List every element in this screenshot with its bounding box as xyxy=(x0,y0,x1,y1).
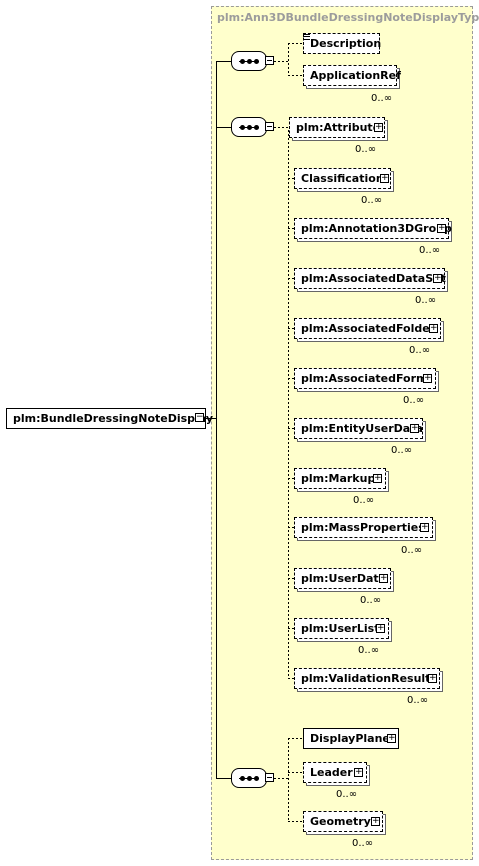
element-label: plm:AssociatedForm xyxy=(301,372,428,385)
sequence-dot xyxy=(247,59,252,64)
expand-icon[interactable]: + xyxy=(379,573,388,583)
root-element-label: plm:BundleDressingNoteDisplay xyxy=(13,412,214,425)
collapse-icon[interactable] xyxy=(265,56,274,65)
cardinality-label: 0..∞ xyxy=(361,195,383,206)
expand-icon[interactable]: + xyxy=(420,522,429,532)
element-plm-attribute[interactable]: plm:Attribute xyxy=(289,117,385,138)
expand-icon[interactable]: + xyxy=(429,323,438,333)
expand-icon[interactable]: + xyxy=(354,767,363,777)
complex-type-title: plm:Ann3DBundleDressingNoteDisplayType xyxy=(217,11,479,24)
element-label: Geometry xyxy=(310,815,371,828)
element-plm-userdata[interactable]: plm:UserData xyxy=(294,568,391,589)
element-description[interactable]: Description xyxy=(303,33,382,54)
element-label: Leader xyxy=(310,766,353,779)
cardinality-label: 0..∞ xyxy=(403,395,425,406)
cardinality-label: 0..∞ xyxy=(355,144,377,155)
element-label: plm:UserList xyxy=(301,622,380,635)
element-plm-associateddataset[interactable]: plm:AssociatedDataSet xyxy=(294,268,446,289)
element-label: plm:AssociatedFolder xyxy=(301,322,436,335)
root-expand-icon[interactable]: − xyxy=(195,412,204,422)
expand-icon[interactable]: + xyxy=(380,173,389,183)
element-leader[interactable]: Leader xyxy=(303,762,367,783)
element-label: ApplicationRef xyxy=(310,69,401,82)
cardinality-label: 0..∞ xyxy=(336,789,358,800)
cardinality-label: 0..∞ xyxy=(358,645,380,656)
expand-icon[interactable]: + xyxy=(374,122,383,132)
sequence-compositor-1[interactable] xyxy=(231,51,267,71)
element-displayplane[interactable]: DisplayPlane xyxy=(303,728,399,749)
element-plm-associatedfolder[interactable]: plm:AssociatedFolder xyxy=(294,318,441,339)
element-label: Description xyxy=(310,37,382,50)
element-plm-annotation3dgroup[interactable]: plm:Annotation3DGroup xyxy=(294,218,452,239)
expand-icon[interactable]: + xyxy=(410,423,419,433)
cardinality-label: 0..∞ xyxy=(407,695,429,706)
element-plm-massproperties[interactable]: plm:MassProperties xyxy=(294,517,433,538)
element-label: plm:MassProperties xyxy=(301,521,425,534)
element-classification[interactable]: Classification xyxy=(294,168,391,189)
collapse-icon[interactable] xyxy=(265,773,274,782)
cardinality-label: 0..∞ xyxy=(371,93,393,104)
element-plm-entityuserdata[interactable]: plm:EntityUserData xyxy=(294,418,423,439)
element-label: plm:AssociatedDataSet xyxy=(301,272,446,285)
cardinality-label: 0..∞ xyxy=(352,838,374,849)
sequence-dot xyxy=(254,59,259,64)
element-label: plm:Annotation3DGroup xyxy=(301,222,452,235)
expand-icon[interactable]: + xyxy=(373,473,382,483)
element-label: Classification xyxy=(301,172,384,185)
element-label: plm:UserData xyxy=(301,572,387,585)
element-plm-userlist[interactable]: plm:UserList xyxy=(294,618,389,639)
sequence-dot xyxy=(254,776,259,781)
element-plm-validationresults[interactable]: plm:ValidationResults xyxy=(294,668,440,689)
sequence-dot xyxy=(240,776,245,781)
cardinality-label: 0..∞ xyxy=(353,495,375,506)
sequence-dot xyxy=(240,125,245,130)
sequence-dot xyxy=(247,125,252,130)
cardinality-label: 0..∞ xyxy=(409,345,431,356)
sequence-dot xyxy=(254,125,259,130)
cardinality-label: 0..∞ xyxy=(391,445,413,456)
root-element[interactable]: plm:BundleDressingNoteDisplay xyxy=(6,408,213,429)
expand-icon[interactable]: + xyxy=(387,733,396,743)
sequence-dot xyxy=(240,59,245,64)
expand-icon[interactable]: + xyxy=(371,816,380,826)
cardinality-label: 0..∞ xyxy=(415,295,437,306)
element-label: plm:Markup xyxy=(301,472,376,485)
sequence-compositor-3[interactable] xyxy=(231,768,267,788)
expand-icon[interactable]: + xyxy=(433,273,442,283)
cardinality-label: 0..∞ xyxy=(360,595,382,606)
element-label: plm:ValidationResults xyxy=(301,672,437,685)
expand-icon[interactable]: + xyxy=(376,623,385,633)
element-geometry[interactable]: Geometry xyxy=(303,811,383,832)
sequence-compositor-2[interactable] xyxy=(231,117,267,137)
element-plm-associatedform[interactable]: plm:AssociatedForm xyxy=(294,368,436,389)
expand-icon[interactable]: + xyxy=(437,223,446,233)
expand-icon[interactable]: + xyxy=(428,673,437,683)
element-applicationref[interactable]: ApplicationRef xyxy=(303,65,401,86)
expand-icon[interactable]: + xyxy=(423,373,432,383)
collapse-icon[interactable] xyxy=(265,122,274,131)
element-label: plm:Attribute xyxy=(296,121,381,134)
element-label: plm:EntityUserData xyxy=(301,422,423,435)
cardinality-label: 0..∞ xyxy=(401,545,423,556)
cardinality-label: 0..∞ xyxy=(419,245,441,256)
documentation-icon xyxy=(303,34,310,40)
element-label: DisplayPlane xyxy=(310,732,390,745)
sequence-dot xyxy=(247,776,252,781)
element-plm-markup[interactable]: plm:Markup xyxy=(294,468,386,489)
